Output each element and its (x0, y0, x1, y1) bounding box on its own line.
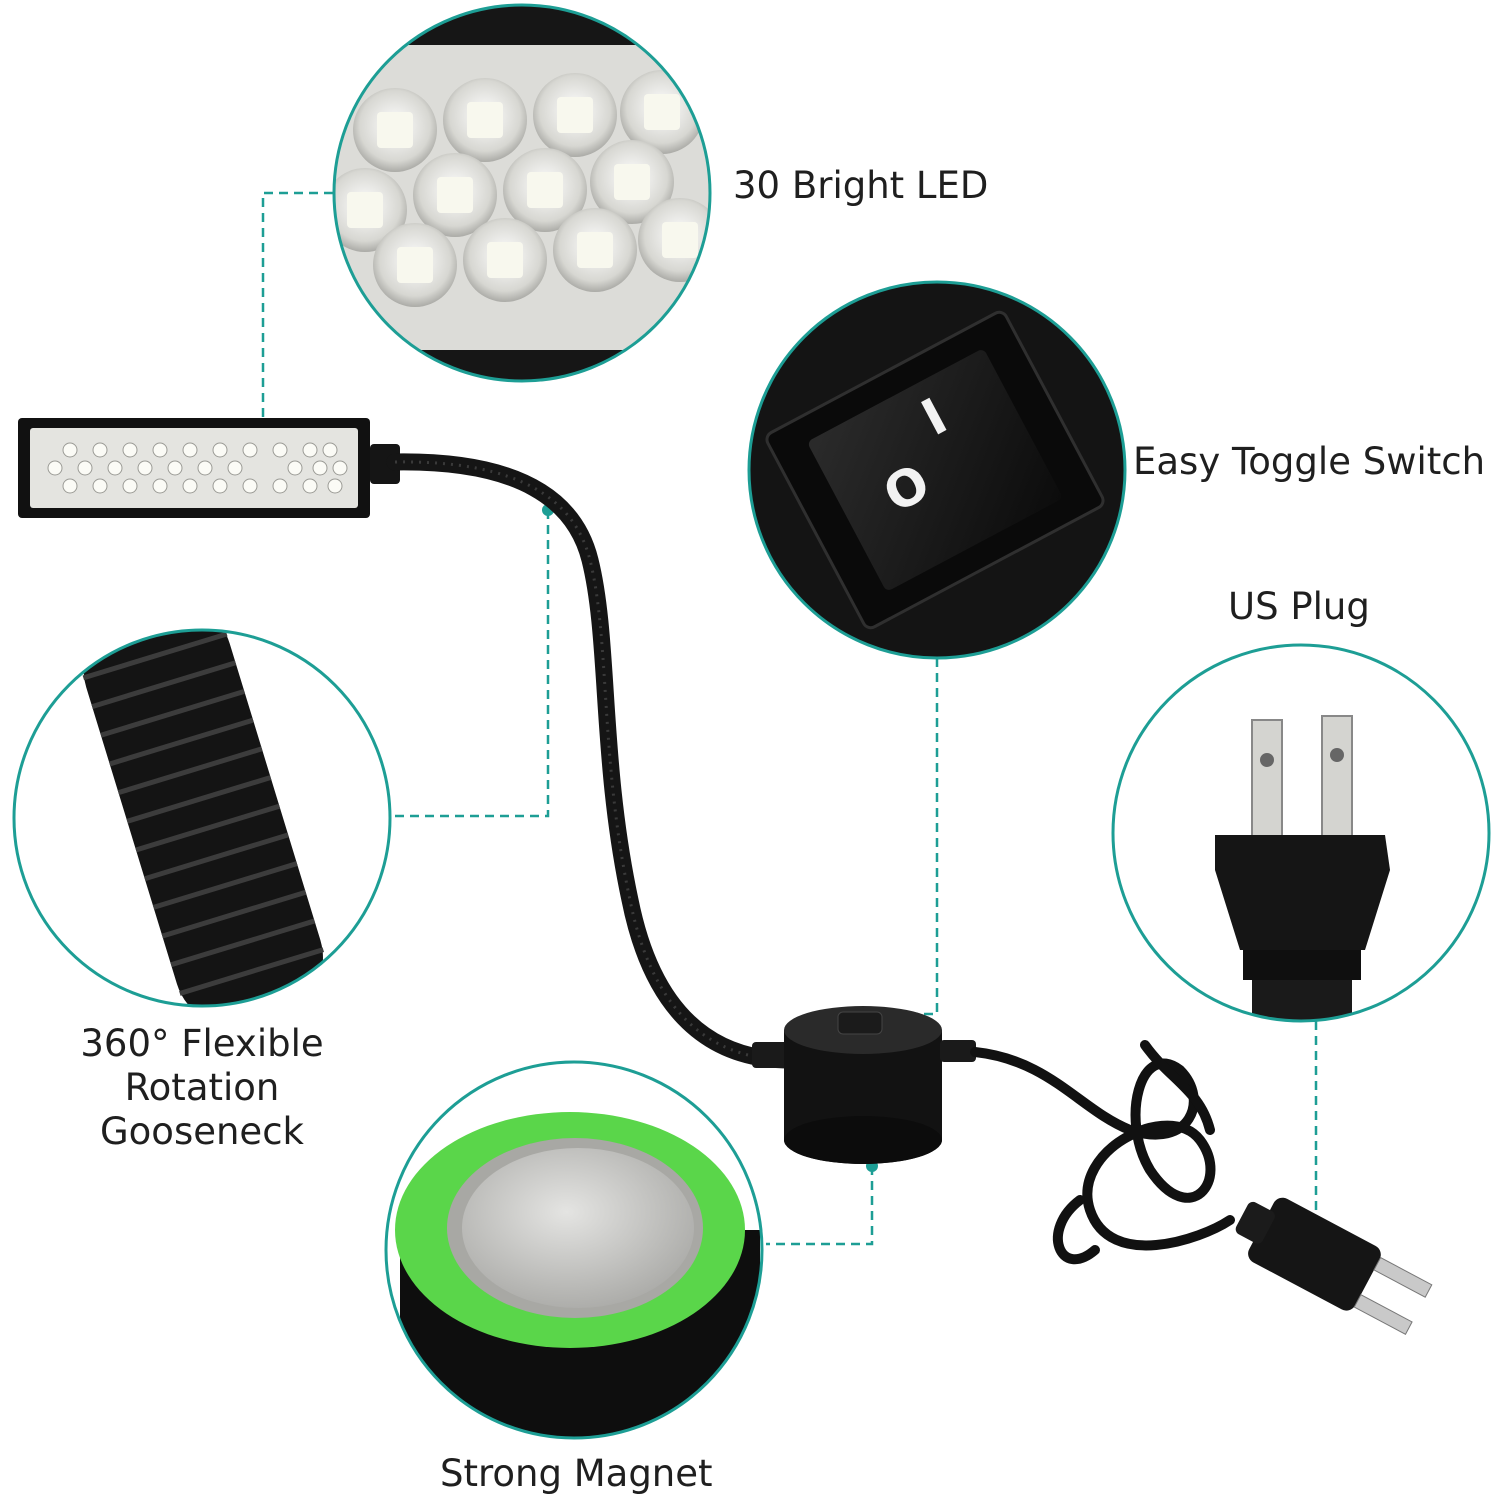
led-lamp-head (18, 418, 400, 518)
leader-line-magnet (766, 1166, 874, 1246)
label-gooseneck: 360° Flexible Rotation Gooseneck (2, 1022, 402, 1154)
label-us-plug: US Plug (1228, 585, 1370, 628)
led-head-emitters (47, 442, 348, 494)
cord-plug (1235, 1197, 1433, 1335)
leader-line-led (261, 191, 333, 462)
us-plug-closeup (1111, 643, 1491, 1023)
led-closeup-emitters (334, 70, 710, 307)
leader-line-gooseneck (392, 510, 550, 818)
bright-led-closeup (332, 3, 712, 383)
leader-line-switch (878, 658, 939, 1016)
gooseneck-closeup (12, 628, 392, 1008)
magnetic-base (752, 1006, 976, 1164)
label-gooseneck-line1: 360° Flexible Rotation (80, 1022, 324, 1109)
label-toggle-switch: Easy Toggle Switch (1133, 440, 1486, 483)
power-cord (970, 1040, 1235, 1265)
gooseneck-arm (386, 453, 799, 1069)
strong-magnet-closeup (384, 1060, 764, 1440)
label-bright-led: 30 Bright LED (733, 164, 989, 207)
toggle-switch-closeup (747, 280, 1127, 660)
label-gooseneck-line2: Gooseneck (100, 1110, 304, 1153)
label-strong-magnet: Strong Magnet (440, 1452, 713, 1495)
